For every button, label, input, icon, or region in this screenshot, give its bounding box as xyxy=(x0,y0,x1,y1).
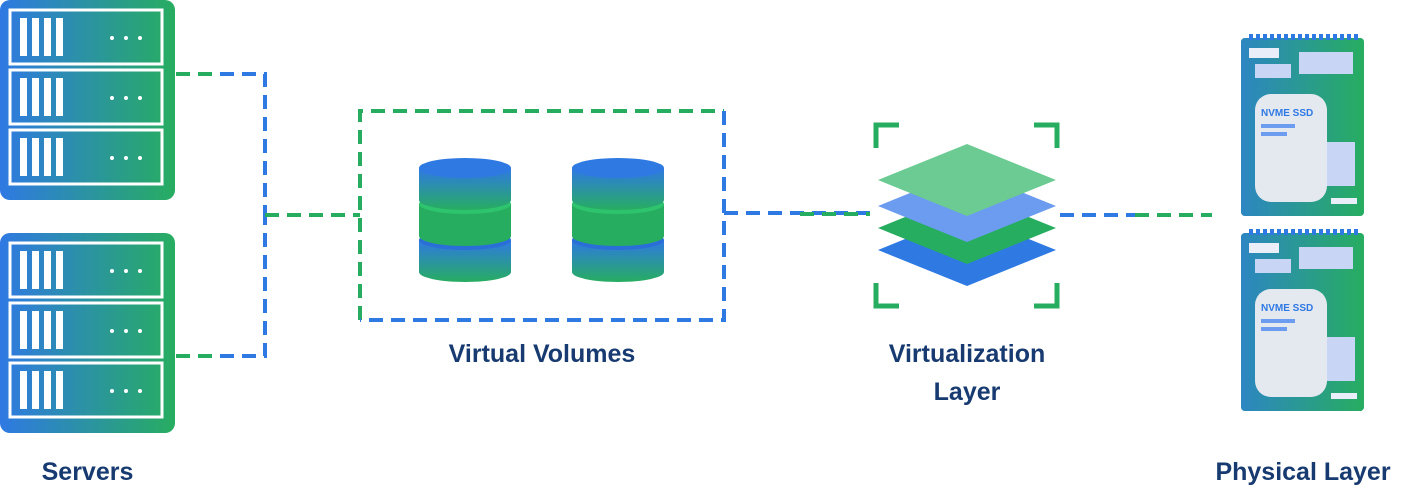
connector-server2 xyxy=(176,215,267,358)
database-icon xyxy=(572,158,664,282)
virtualization-layer-label-line1: Virtualization xyxy=(888,340,1046,368)
servers-label: Servers xyxy=(41,458,134,486)
virtual-volumes-label: Virtual Volumes xyxy=(448,340,636,368)
connector-lines xyxy=(176,72,1212,358)
physical-layer-label: Physical Layer xyxy=(1215,458,1391,486)
database-icon xyxy=(419,158,511,282)
connector-server1 xyxy=(176,72,267,215)
virtual-volumes-box xyxy=(358,109,726,322)
server-rack-icon xyxy=(0,233,175,433)
server-rack-icon xyxy=(0,0,175,200)
nvme-ssd-icon: NVME SSD xyxy=(1241,229,1364,411)
virtualization-layer-label-line2: Layer xyxy=(933,378,1001,406)
ssd-label: NVME SSD xyxy=(1261,303,1313,314)
nvme-ssd-icon: NVME SSD xyxy=(1241,34,1364,216)
ssd-label: NVME SSD xyxy=(1261,108,1313,119)
layers-icon xyxy=(873,122,1060,309)
